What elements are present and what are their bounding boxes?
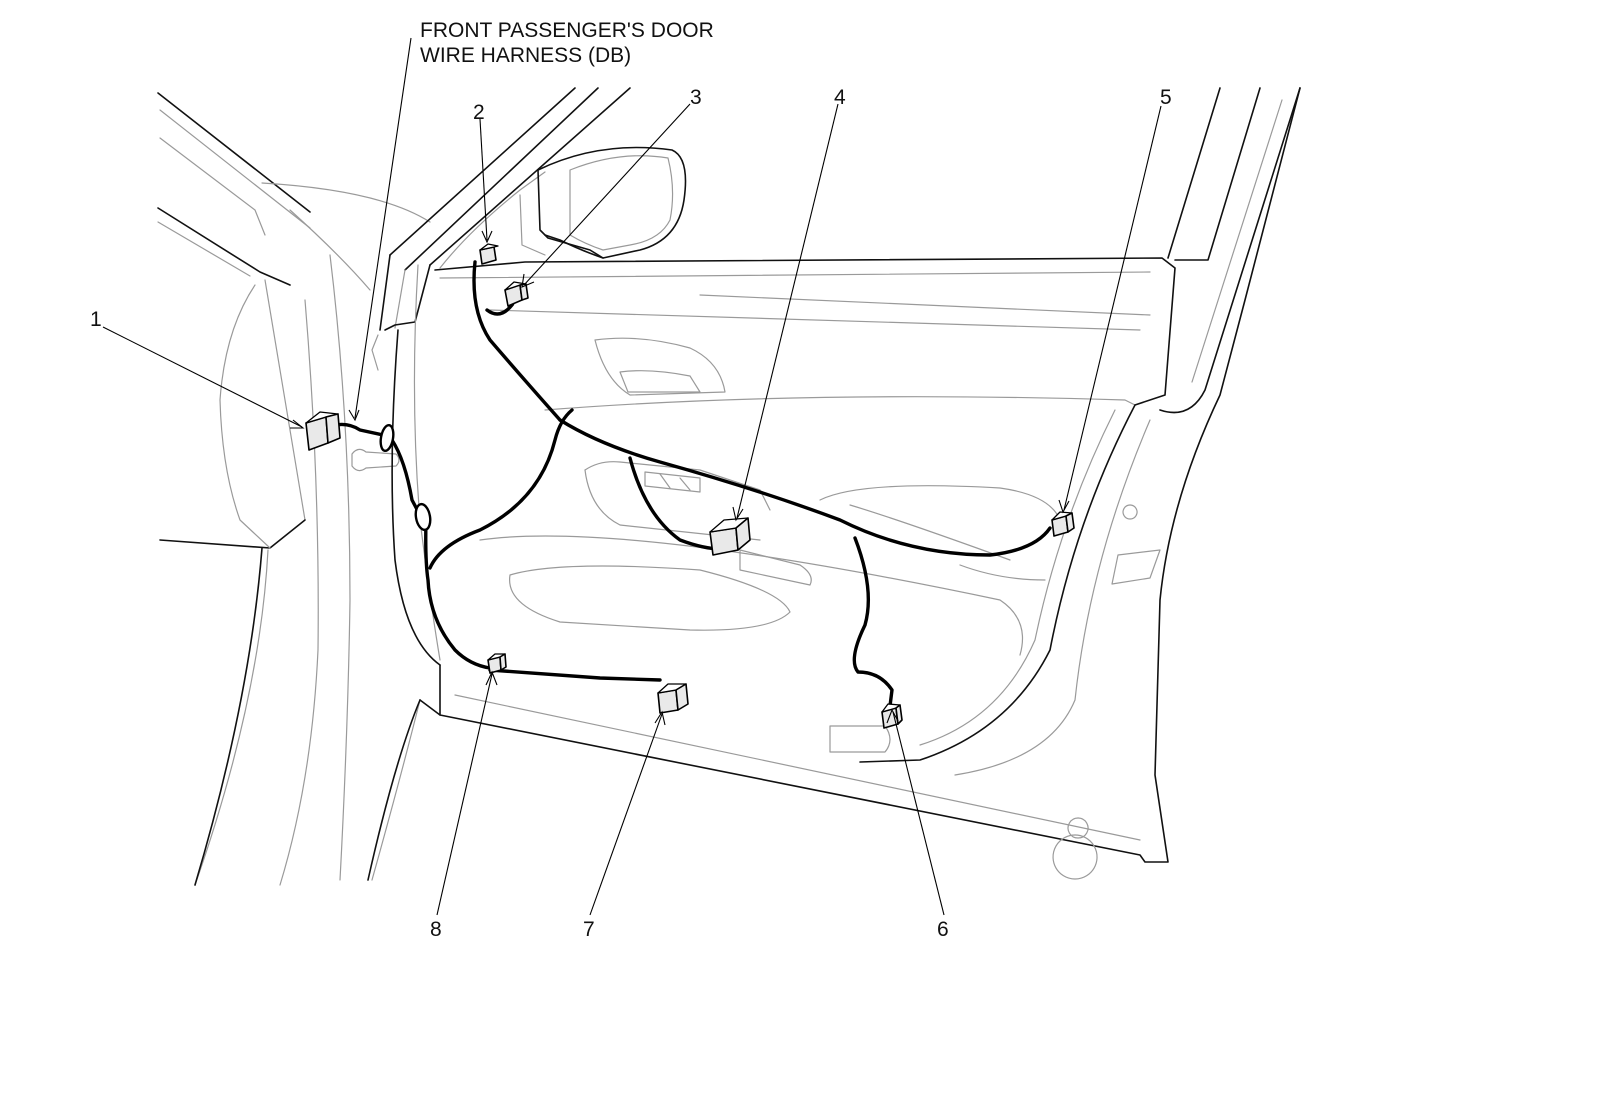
callout-8: 8: [430, 918, 442, 941]
connector-1: [305, 411, 341, 451]
callout-6: 6: [937, 918, 949, 941]
grommet-door: [414, 502, 432, 532]
leader-2: [479, 118, 488, 241]
leader-lines: [102, 37, 1162, 916]
callout-4: 4: [834, 86, 846, 109]
leader-3: [523, 103, 691, 286]
connector-2: [479, 243, 499, 265]
body-pillar-outline: [157, 92, 431, 886]
door-trim-panel: [419, 87, 1301, 880]
leader-8: [436, 673, 493, 916]
callout-7: 7: [583, 918, 595, 941]
leader-4: [736, 103, 839, 519]
connector-5: [1051, 511, 1075, 537]
leader-harness-label: [354, 37, 412, 419]
grommet-pillar: [379, 423, 395, 453]
wire-harness: [323, 260, 1052, 708]
connector-7: [657, 683, 689, 714]
leader-5: [1063, 105, 1162, 511]
door-frame-outline: [371, 87, 1301, 666]
harness-label-line2: WIRE HARNESS (DB): [420, 44, 631, 67]
leader-6: [892, 711, 945, 916]
connector-6: [881, 703, 903, 729]
connector-8: [487, 653, 507, 674]
callout-2: 2: [473, 101, 485, 124]
leader-1: [102, 326, 303, 428]
leader-7: [589, 713, 663, 916]
callout-1: 1: [90, 308, 102, 331]
callout-3: 3: [690, 86, 702, 109]
callout-5: 5: [1160, 86, 1172, 109]
harness-label-line1: FRONT PASSENGER'S DOOR: [420, 19, 714, 42]
side-mirror: [519, 146, 687, 259]
connector-4: [709, 517, 751, 556]
